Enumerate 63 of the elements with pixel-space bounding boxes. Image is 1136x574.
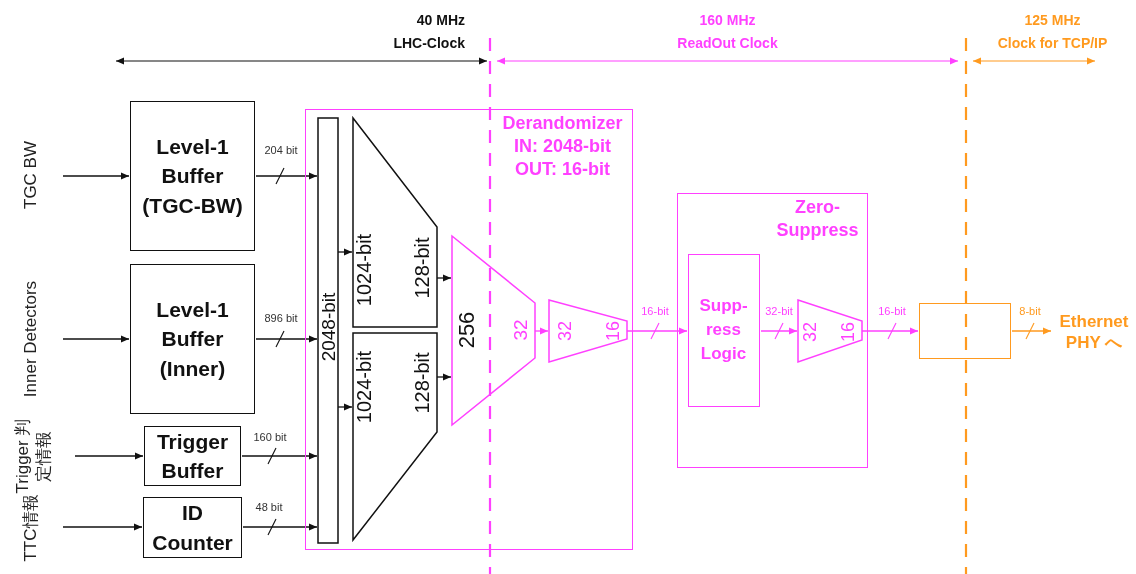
group-title: Zero- Suppress [775,195,860,243]
input-label: TTC情報 [18,494,44,562]
box-label: Level-1 Buffer (TGC-BW) [141,133,244,219]
arrow [62,172,130,180]
edge-label: 32-bit [765,305,793,317]
arrow [626,327,688,335]
clock-label: LHC-Clock [392,34,465,53]
group-box [677,193,868,468]
bit-width-label: 32 [510,318,529,341]
edge-label: 16-bit [878,305,906,317]
arrow [337,403,353,411]
bit-width-label: 16 [838,321,857,342]
clock-label: ReadOut Clock [676,34,779,53]
arrow [760,327,798,335]
clock-label: Clock for TCP/IP [996,34,1109,53]
box-label: Trigger Buffer [155,428,230,484]
arrow [241,452,318,460]
edge-label: 896 bit [264,312,298,324]
input-label: TGC BW [18,140,44,210]
bit-width-label: 32 [800,321,819,342]
buffer-box [130,264,255,414]
buffer-box [143,497,242,558]
buffer-box [144,426,241,486]
bit-width-label: 2048-bit [318,292,337,361]
buffer-box [130,101,255,251]
arrow [62,335,130,343]
bit-width-label: 16 [603,320,622,341]
arrow [436,373,452,381]
group-box [305,109,633,550]
box-label: Supp- ress Logic [698,295,749,365]
arrow [62,523,143,531]
arrow [74,452,144,460]
edge-label: 160 bit [253,431,287,443]
arrow [534,327,549,335]
bit-width-label: 32 [555,320,574,341]
arrow [436,274,452,282]
clock-label: 125 MHz [1023,11,1082,30]
output-label: Ethernet PHY へ [1052,306,1136,358]
group-title: Derandomizer [501,111,624,135]
arrow [1011,327,1052,335]
input-label: Inner Detectors [18,268,44,410]
edge-label: 48 bit [255,501,283,513]
block-box [919,303,1011,359]
bit-width-label: 1024-bit [353,233,374,306]
arrow [861,327,919,335]
group-note: IN: 2048-bit OUT: 16-bit [513,134,612,182]
input-label: Trigger 判定情報 [8,418,56,493]
arrow [255,172,318,180]
bit-width-label: 128-bit [411,351,432,414]
box-label: ID Counter [151,500,234,556]
clock-label: 40 MHz [415,11,465,30]
bit-width-label: 128-bit [411,236,432,299]
clock-label: 160 MHz [698,11,757,30]
logic-box [687,253,760,407]
arrow [255,335,318,343]
arrow [337,248,353,256]
bit-width-label: 256 [455,311,478,348]
edge-label: 8-bit [1019,305,1041,317]
bit-width-label: 1024-bit [353,350,374,423]
edge-label: 204 bit [264,144,298,156]
edge-label: 16-bit [641,305,669,317]
box-label: Level-1 Buffer (Inner) [155,296,230,382]
arrow [242,523,318,531]
